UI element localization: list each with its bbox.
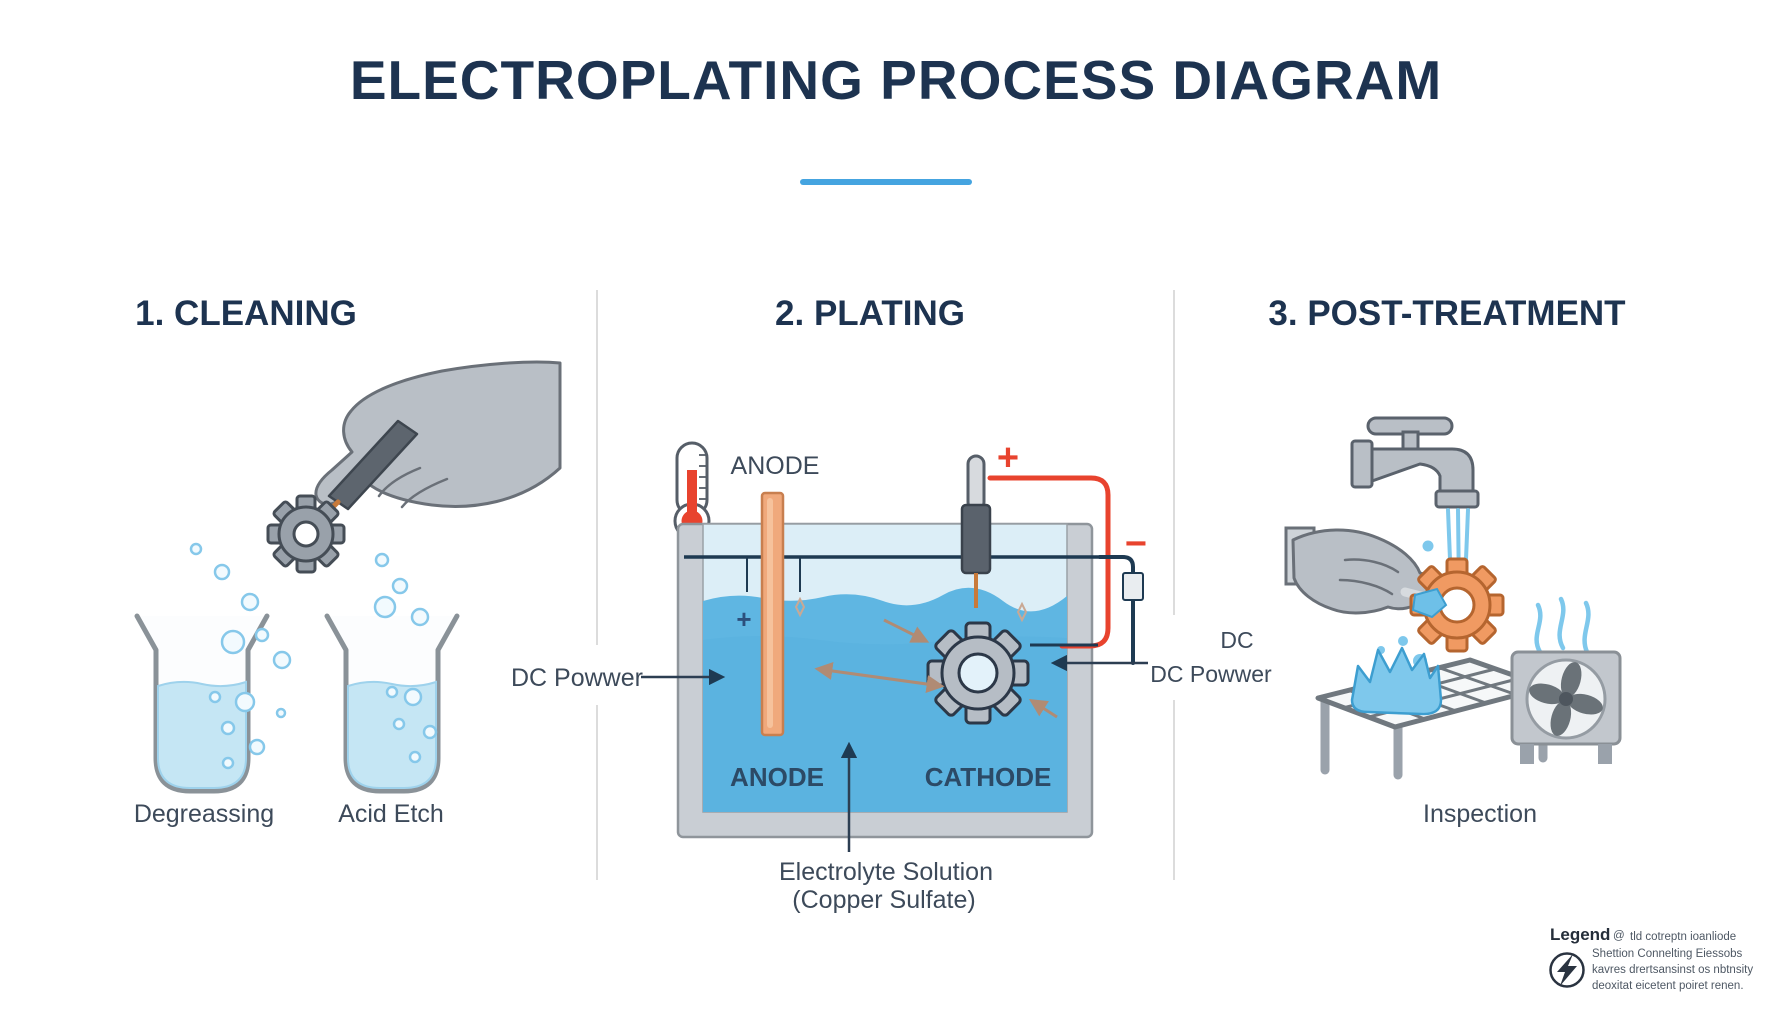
bubbles-right <box>373 552 438 764</box>
legend-title: Legend <box>1550 925 1610 944</box>
electrolyte-label-line2: (Copper Sulfate) <box>792 886 975 914</box>
inspection-label: Inspection <box>1423 800 1537 828</box>
cleaning-gear-icon <box>266 494 346 574</box>
cleaning-illustration: Degreassing Acid Etch <box>134 360 562 828</box>
page-title: ELECTROPLATING PROCESS DIAGRAM <box>349 49 1443 111</box>
inspection-hand <box>1284 526 1449 615</box>
bubbles-left <box>189 542 292 770</box>
dc-right-line2: DC Powwer <box>1150 661 1272 687</box>
faucet-icon <box>1350 416 1480 509</box>
tweezers-icon <box>327 419 419 511</box>
electrolyte-label-line1: Electrolyte Solution <box>779 858 993 886</box>
beaker2-label: Acid Etch <box>338 800 444 828</box>
plating-illustration: ANODE + − + DC Powwer DC DC Powwer ANODE… <box>511 437 1272 914</box>
plus-symbol: + <box>997 437 1019 479</box>
section-heading-post-treatment: 3. POST-TREATMENT <box>1268 294 1626 333</box>
section-heading-cleaning: 1. CLEANING <box>135 294 357 333</box>
steam-lines <box>1534 596 1591 655</box>
legend-symbol: @ <box>1613 930 1625 942</box>
anode-bottom-label: ANODE <box>730 762 824 792</box>
wire-connector <box>1122 572 1144 601</box>
dc-right-line1: DC <box>1220 627 1253 653</box>
legend-line2: Shettion Connelting Eiessobs <box>1592 948 1742 960</box>
cathode-label: CATHODE <box>925 762 1052 792</box>
divider-left-upper <box>596 290 598 645</box>
water-drop <box>1422 540 1434 552</box>
negative-wire <box>1098 555 1135 665</box>
lightning-bolt-icon <box>1549 952 1585 988</box>
divider-right-upper <box>1173 290 1175 615</box>
plated-gear-icon <box>1409 557 1505 653</box>
cathode-gear <box>926 621 1030 725</box>
divider-left-lower <box>596 705 598 880</box>
dc-power-left-label: DC Powwer <box>511 664 643 692</box>
divider-right-lower <box>1173 700 1175 880</box>
legend-line3: kavres drertsansinst os nbtnsity <box>1592 964 1753 976</box>
water-splash <box>1350 646 1443 716</box>
legend-line4: deoxitat eicetent poiret renen. <box>1592 980 1744 992</box>
title-underline <box>800 179 972 185</box>
legend-line1: tld cotreptn ioanliode <box>1630 931 1736 943</box>
cathode-electrode <box>960 454 992 608</box>
sparkle-icons <box>794 596 1028 623</box>
bath-plus-symbol: + <box>736 604 751 634</box>
anode-top-label: ANODE <box>731 452 820 480</box>
cleaning-hand <box>314 360 562 523</box>
post-treatment-illustration: Inspection <box>1284 416 1622 828</box>
section-heading-plating: 2. PLATING <box>775 294 965 333</box>
bus-bar <box>684 555 1125 592</box>
acid-etch-beaker <box>327 616 457 791</box>
beaker1-label: Degreassing <box>134 800 274 828</box>
ion-arrows <box>814 618 1058 719</box>
legend-block: Legend @ tld cotreptn ioanliode Shettion… <box>1549 925 1753 992</box>
minus-symbol: − <box>1125 523 1147 565</box>
drying-fan-icon <box>1510 596 1622 764</box>
